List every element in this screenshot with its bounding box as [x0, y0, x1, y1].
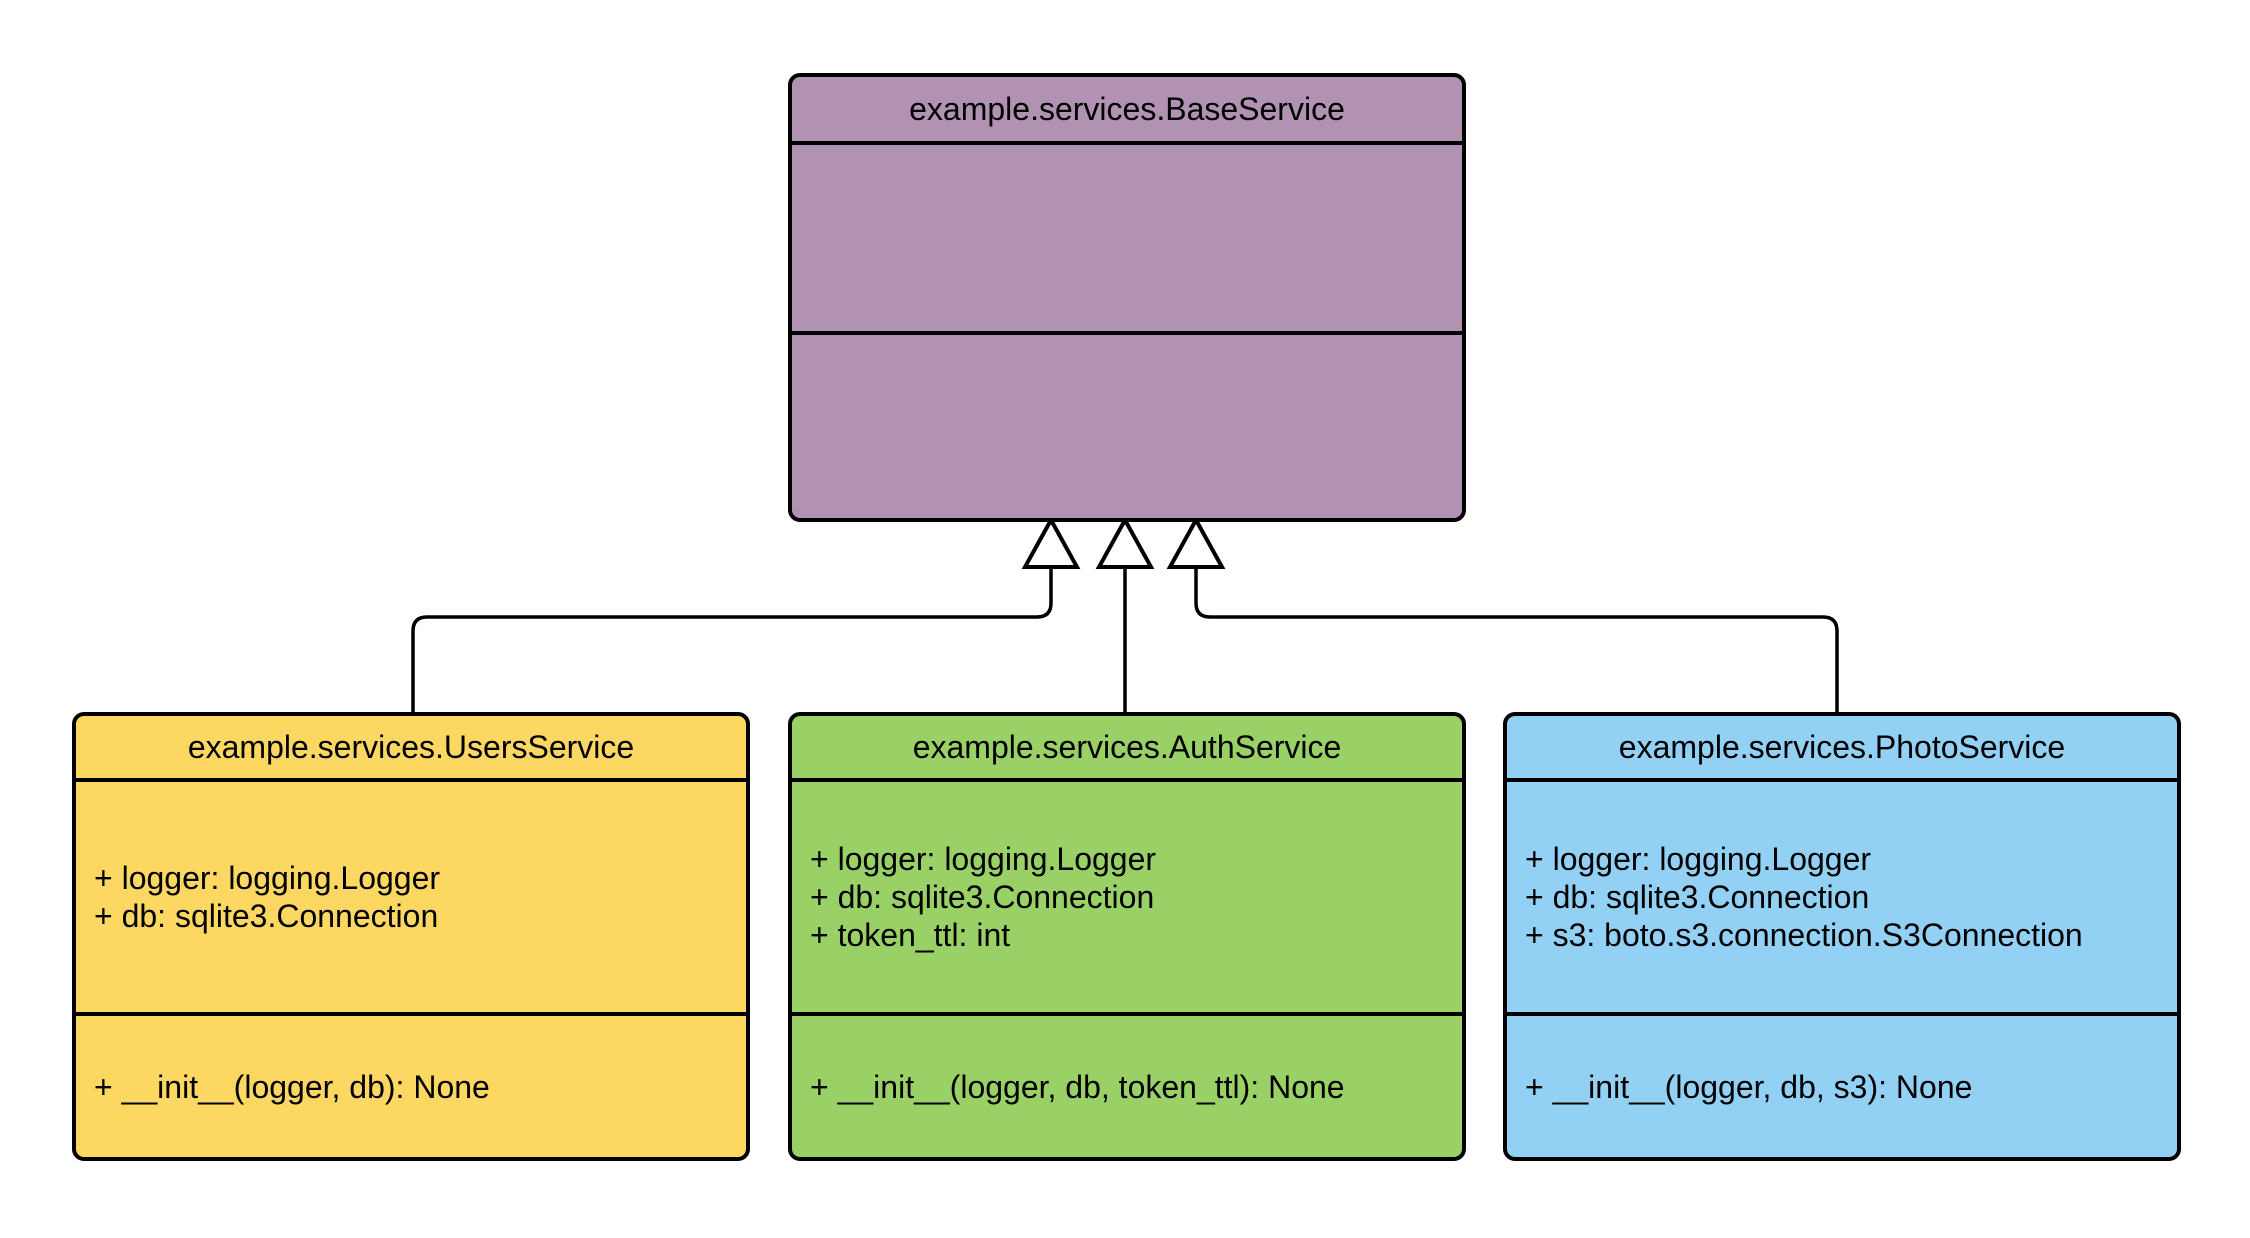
generalization-arrowhead	[1166, 515, 1226, 569]
attribute-row: + db: sqlite3.Connection	[94, 898, 439, 934]
class-attributes-section: + logger: logging.Logger + db: sqlite3.C…	[1507, 782, 2177, 1016]
generalization-arrowhead	[1095, 515, 1155, 569]
class-box-photoservice[interactable]: example.services.PhotoService + logger: …	[1503, 712, 2181, 1161]
attribute-row: + s3: boto.s3.connection.S3Connection	[1525, 917, 2083, 953]
method-row: + __init__(logger, db): None	[94, 1068, 490, 1105]
class-title: example.services.BaseService	[792, 77, 1462, 145]
class-attributes-section: + logger: logging.Logger + db: sqlite3.C…	[76, 782, 746, 1016]
class-box-authservice[interactable]: example.services.AuthService + logger: l…	[788, 712, 1466, 1161]
attribute-row: + logger: logging.Logger	[1525, 841, 1872, 877]
inheritance-edge-usersservice[interactable]	[411, 515, 1081, 714]
class-box-baseservice[interactable]: example.services.BaseService	[788, 73, 1466, 522]
attribute-row: + logger: logging.Logger	[810, 841, 1157, 877]
method-row: + __init__(logger, db, token_ttl): None	[810, 1068, 1345, 1105]
generalization-arrowhead	[1021, 515, 1081, 569]
attribute-row: + db: sqlite3.Connection	[810, 879, 1155, 915]
class-methods-section: + __init__(logger, db, token_ttl): None	[792, 1016, 1462, 1157]
class-attributes-section: + logger: logging.Logger + db: sqlite3.C…	[792, 782, 1462, 1016]
class-box-usersservice[interactable]: example.services.UsersService + logger: …	[72, 712, 750, 1161]
class-title: example.services.PhotoService	[1507, 716, 2177, 782]
class-title: example.services.UsersService	[76, 716, 746, 782]
attribute-row: + token_ttl: int	[810, 917, 1011, 953]
inheritance-edge-authservice[interactable]	[1095, 515, 1155, 714]
class-methods-section: + __init__(logger, db): None	[76, 1016, 746, 1157]
edge-line	[411, 566, 1053, 714]
class-title: example.services.AuthService	[792, 716, 1462, 782]
attribute-row: + db: sqlite3.Connection	[1525, 879, 1870, 915]
inheritance-edge-photoservice[interactable]	[1166, 515, 1839, 714]
attribute-row: + logger: logging.Logger	[94, 860, 441, 896]
method-row: + __init__(logger, db, s3): None	[1525, 1068, 1973, 1105]
edge-line	[1194, 566, 1839, 714]
class-attributes-section	[792, 145, 1462, 335]
class-methods-section: + __init__(logger, db, s3): None	[1507, 1016, 2177, 1157]
class-methods-section	[792, 335, 1462, 518]
